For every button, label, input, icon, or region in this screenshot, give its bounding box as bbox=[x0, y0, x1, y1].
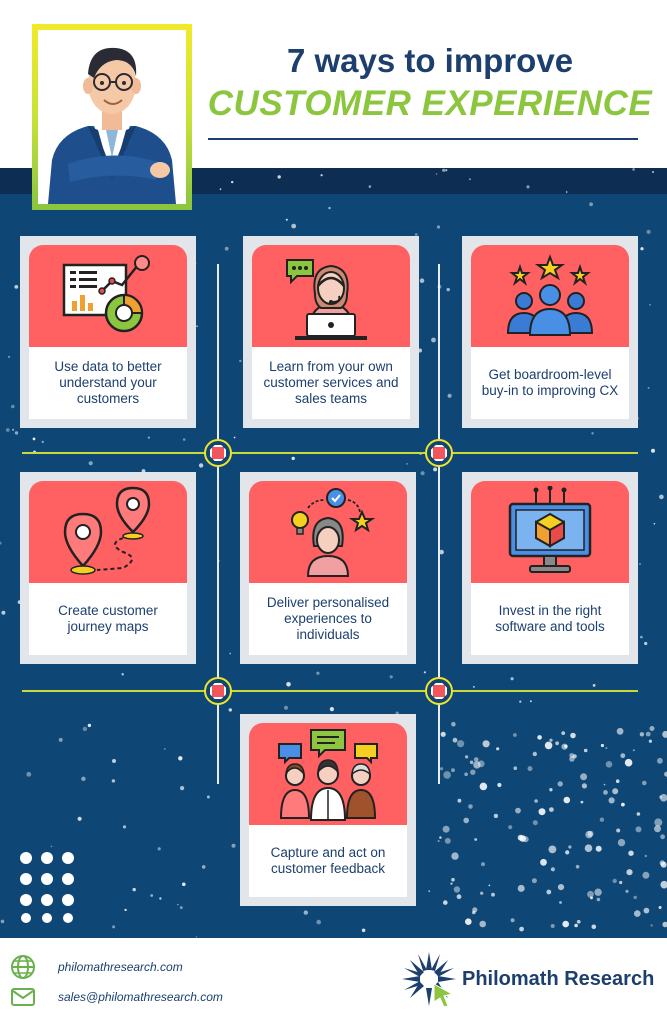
grid-line-vertical-left bbox=[217, 264, 219, 784]
footer: philomathresearch.com sales@philomathres… bbox=[0, 938, 667, 1024]
presenter-portrait bbox=[32, 24, 192, 210]
decorative-dot-grid bbox=[20, 852, 74, 923]
title-divider bbox=[208, 138, 638, 140]
software-monitor-icon bbox=[508, 486, 592, 573]
grid-line-horizontal-top bbox=[22, 452, 638, 454]
envelope-icon bbox=[11, 988, 35, 1006]
grid-line-horizontal-bottom bbox=[22, 690, 638, 692]
brand-name: Philomath Research bbox=[462, 968, 655, 990]
website-link[interactable]: philomathresearch.com bbox=[58, 960, 183, 974]
page-title: 7 ways to improve bbox=[286, 42, 574, 79]
card-use-data: Use data to better understand your custo… bbox=[20, 236, 196, 428]
businessman-illustration-icon bbox=[48, 47, 176, 204]
card-text: Get boardroom-level buy-in to improving … bbox=[471, 347, 629, 419]
card-text: Learn from your own customer services an… bbox=[252, 347, 410, 419]
card-text: Use data to better understand your custo… bbox=[29, 347, 187, 419]
grid-node bbox=[425, 439, 453, 467]
email-contact[interactable]: sales@philomathresearch.com bbox=[10, 986, 223, 1008]
journey-map-icon bbox=[63, 486, 151, 575]
card-customer-feedback: Capture and act on customer feedback bbox=[240, 714, 416, 906]
philomath-logo-icon bbox=[402, 952, 456, 1008]
card-personalised-experiences: Deliver personalised experiences to indi… bbox=[240, 472, 416, 664]
card-text: Deliver personalised experiences to indi… bbox=[249, 583, 407, 655]
card-software-tools: Invest in the right software and tools bbox=[462, 472, 638, 664]
card-journey-maps: Create customer journey maps bbox=[20, 472, 196, 664]
card-text: Invest in the right software and tools bbox=[471, 583, 629, 655]
feedback-people-icon bbox=[278, 729, 378, 821]
globe-icon bbox=[11, 955, 35, 979]
personalised-experience-icon bbox=[291, 488, 376, 577]
support-agent-icon bbox=[286, 259, 367, 340]
card-boardroom-buy-in: Get boardroom-level buy-in to improving … bbox=[462, 236, 638, 428]
team-stars-icon bbox=[506, 254, 594, 336]
email-link[interactable]: sales@philomathresearch.com bbox=[58, 990, 223, 1004]
website-contact[interactable]: philomathresearch.com bbox=[10, 954, 183, 980]
grid-node bbox=[425, 677, 453, 705]
content-panel: Use data to better understand your custo… bbox=[0, 168, 667, 938]
grid-node bbox=[204, 677, 232, 705]
card-text: Create customer journey maps bbox=[29, 583, 187, 655]
grid-node bbox=[204, 439, 232, 467]
grid-line-vertical-right bbox=[438, 264, 440, 784]
page-subtitle: CUSTOMER EXPERIENCE bbox=[207, 84, 653, 123]
card-learn-from-teams: Learn from your own customer services an… bbox=[243, 236, 419, 428]
card-text: Capture and act on customer feedback bbox=[249, 825, 407, 897]
data-dashboard-icon bbox=[62, 255, 150, 333]
